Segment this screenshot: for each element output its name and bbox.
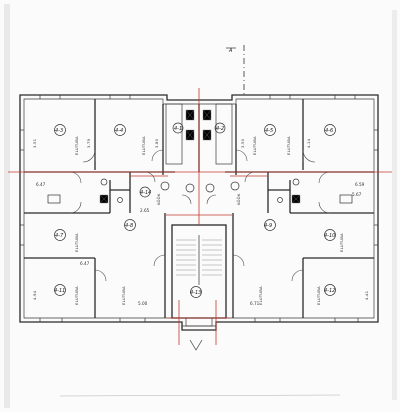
axis-lines: [8, 88, 392, 345]
shaft-details: [99, 109, 301, 204]
svg-text:4-8: 4-8: [125, 223, 133, 229]
dimension: 6.47: [80, 261, 90, 266]
room-label: ELUTUBA: [252, 136, 257, 155]
room-callout: 4-14: [139, 186, 151, 198]
dimension: 4.94: [32, 290, 37, 300]
room-callout: 4-4: [114, 124, 126, 136]
dimension: 5.67: [352, 192, 362, 197]
dimension: 3.79: [86, 138, 91, 148]
room-callout: 4-11: [54, 284, 66, 296]
svg-text:4-9: 4-9: [264, 223, 272, 229]
kitchen-label: KÖÖK: [156, 193, 161, 205]
room-callout: 4-12: [324, 284, 336, 296]
room-callout: 4-8: [124, 219, 136, 231]
room-callout: 4-6: [324, 124, 336, 136]
room-label: ELUTUBA: [74, 136, 79, 155]
svg-text:4-14: 4-14: [140, 190, 151, 196]
svg-text:4-13: 4-13: [190, 290, 201, 296]
svg-text:4-7: 4-7: [55, 233, 64, 239]
svg-text:4-10: 4-10: [324, 233, 335, 239]
interior-walls: [24, 99, 374, 319]
dimension: 3.51: [32, 138, 37, 148]
svg-text:4-4: 4-4: [115, 128, 123, 134]
dimension: 5.00: [138, 301, 148, 306]
room-callouts: 4-3 4-4 4-5 4-6 4-7 4-8 4-9 4-10: [54, 122, 336, 298]
room-label: ELUTUBA: [286, 136, 291, 155]
dimension: 6.59: [355, 182, 365, 187]
room-labels: ELUTUBA ELUTUBA ELUTUBA ELUTUBA ELUTUBA …: [74, 136, 344, 305]
stair-treads: [176, 235, 222, 285]
room-callout: 4-10: [324, 229, 336, 241]
room-callout: 4-13: [190, 286, 202, 298]
svg-text:4-2: 4-2: [216, 126, 224, 132]
room-callout: 4-9: [264, 219, 276, 231]
room-label: ELUTUBA: [339, 233, 344, 252]
svg-text:4-12: 4-12: [324, 288, 335, 294]
door-swings: [69, 149, 331, 282]
dimension: 4.41: [364, 290, 369, 300]
room-label: ELUTUBA: [121, 286, 126, 305]
dimension: 2.65: [140, 208, 150, 213]
room-callout: 4-2: [214, 122, 226, 134]
dimension: 3.80: [154, 138, 159, 148]
room-callout: 4-1: [172, 122, 184, 134]
svg-text:4-3: 4-3: [55, 128, 63, 134]
grid-marker-label: A: [228, 48, 233, 54]
fixtures: [47, 178, 353, 204]
grid-marker-top: A: [226, 45, 245, 95]
dimension-labels: 3.51 3.79 3.80 3.50 4.14 6.47 6.59 5.67 …: [32, 138, 369, 306]
room-label: ELUTUBA: [74, 233, 79, 252]
kitchen-label: KÖÖK: [236, 193, 241, 205]
room-label: ELUTUBA: [74, 286, 79, 305]
dimension: 4.14: [306, 138, 311, 148]
entrance-marker: [182, 325, 216, 351]
room-callout: 4-7: [54, 229, 66, 241]
room-label: ELUTUBA: [316, 286, 321, 305]
svg-text:4-6: 4-6: [325, 128, 333, 134]
dimension: 3.50: [240, 138, 245, 148]
dimension: 6.71: [250, 301, 260, 306]
room-callout: 4-5: [264, 124, 276, 136]
svg-text:4-1: 4-1: [174, 126, 182, 132]
dimension: 6.47: [36, 182, 46, 187]
room-label: ELUTUBA: [141, 136, 146, 155]
svg-text:4-11: 4-11: [54, 288, 65, 294]
scan-border: [4, 4, 397, 408]
svg-text:4-5: 4-5: [265, 128, 273, 134]
room-callout: 4-3: [54, 124, 66, 136]
room-label: ELUTUBA: [258, 286, 263, 305]
